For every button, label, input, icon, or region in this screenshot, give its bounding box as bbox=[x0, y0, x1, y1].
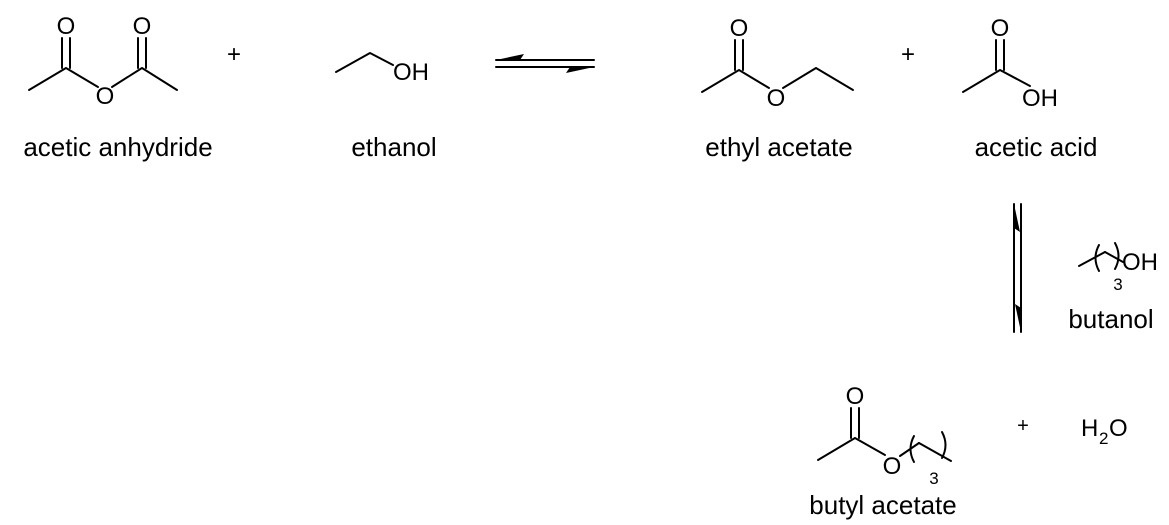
acetic-acid-structure: O OH bbox=[962, 15, 1058, 112]
oxygen-atom: O bbox=[730, 15, 749, 42]
oxygen-atom: O bbox=[883, 453, 902, 480]
repeat-count: 3 bbox=[929, 469, 938, 488]
bond bbox=[335, 52, 394, 73]
oxygen-atom: O bbox=[133, 13, 152, 40]
repeat-count: 3 bbox=[1113, 275, 1122, 294]
water-oxygen: O bbox=[1109, 415, 1128, 442]
bond bbox=[111, 67, 178, 91]
repeat-bracket-right bbox=[941, 431, 947, 459]
reverse-arrowhead bbox=[1014, 204, 1020, 232]
ethyl-acetate-label: ethyl acetate bbox=[705, 132, 852, 162]
acetic-anhydride-structure: O O O bbox=[28, 13, 178, 110]
vertical-equilibrium-arrow bbox=[1013, 203, 1022, 333]
repeat-bracket-left bbox=[909, 435, 915, 463]
repeat-bracket-left bbox=[1094, 244, 1100, 272]
butanol-label: butanol bbox=[1068, 304, 1153, 334]
bond bbox=[817, 437, 886, 461]
hydroxyl-group: OH bbox=[393, 59, 429, 86]
plus-sign: + bbox=[901, 41, 915, 68]
hydroxyl-group: OH bbox=[1122, 249, 1158, 276]
ethanol-label: ethanol bbox=[351, 132, 436, 162]
reverse-arrowhead bbox=[496, 54, 524, 60]
acetic-anhydride-label: acetic anhydride bbox=[23, 132, 212, 162]
bond bbox=[1104, 251, 1124, 263]
acetic-acid-label: acetic acid bbox=[975, 132, 1098, 162]
oxygen-atom: O bbox=[57, 13, 76, 40]
bond bbox=[918, 442, 952, 462]
ethyl-acetate-structure: O O bbox=[701, 15, 854, 112]
water-formula: H 2 O bbox=[1081, 415, 1128, 448]
oxygen-atom: O bbox=[991, 15, 1010, 42]
oxygen-atom: O bbox=[767, 85, 786, 112]
forward-arrowhead bbox=[566, 67, 594, 73]
forward-arrowhead bbox=[1015, 304, 1021, 332]
bond bbox=[701, 69, 770, 93]
butanol-structure: 3 OH bbox=[1078, 242, 1158, 294]
water-subscript: 2 bbox=[1099, 429, 1108, 448]
plus-sign: + bbox=[227, 41, 241, 68]
ethanol-structure: OH bbox=[335, 52, 429, 86]
bond bbox=[782, 67, 854, 91]
equilibrium-arrow bbox=[495, 54, 595, 73]
bond bbox=[1078, 251, 1106, 267]
water-hydrogen: H bbox=[1081, 415, 1098, 442]
oxygen-atom: O bbox=[846, 383, 865, 410]
bond bbox=[28, 67, 99, 91]
repeat-bracket-right bbox=[1114, 242, 1120, 270]
plus-sign: + bbox=[1017, 415, 1029, 437]
oxygen-atom: O bbox=[96, 83, 115, 110]
butyl-acetate-label: butyl acetate bbox=[809, 490, 956, 520]
butyl-acetate-structure: O O 3 bbox=[817, 383, 952, 488]
bond bbox=[962, 69, 1031, 93]
hydroxyl-group: OH bbox=[1022, 85, 1058, 112]
